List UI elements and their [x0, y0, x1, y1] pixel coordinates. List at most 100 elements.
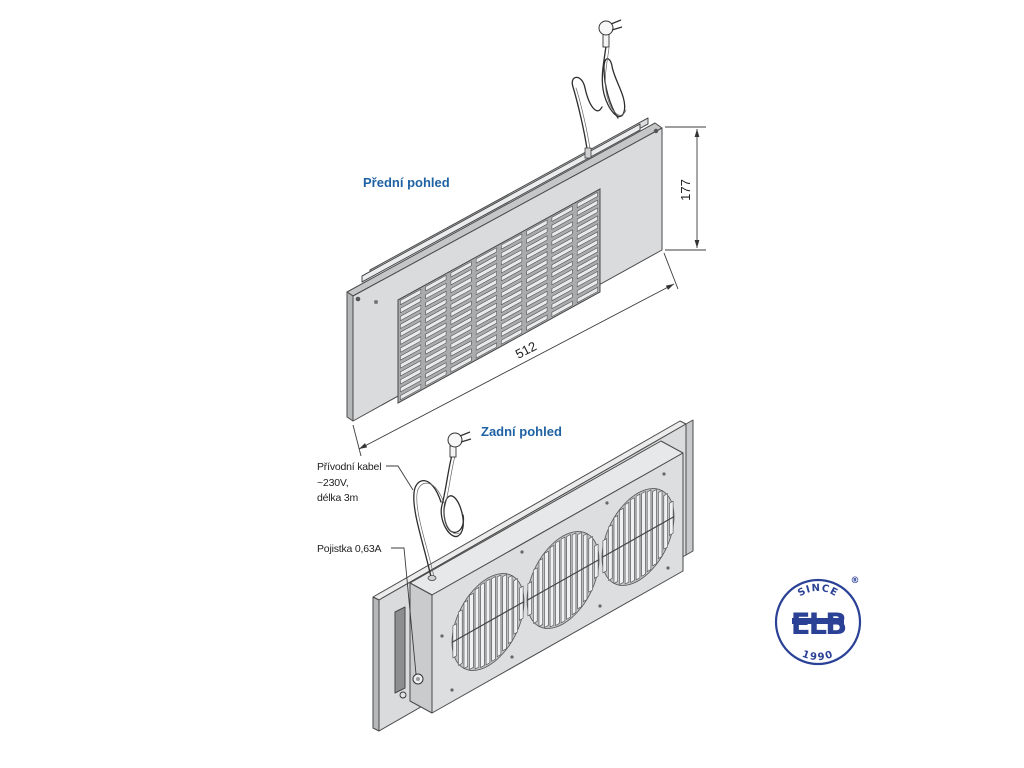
front-view-title: Přední pohled: [363, 175, 450, 190]
grille-slot: [501, 233, 523, 250]
grille-slot: [475, 262, 497, 280]
fuse-icon: [412, 673, 424, 685]
housing-screws: [440, 472, 670, 692]
fan-grille: [601, 488, 675, 586]
screw: [440, 634, 444, 638]
grille-slot: [551, 205, 573, 223]
grille-slot: [450, 268, 472, 286]
fan-hub-line: [601, 516, 675, 558]
grille-slot: [576, 255, 598, 272]
grille-slot: [551, 260, 573, 278]
grille-slot: [551, 237, 573, 254]
grille-slot: [450, 261, 472, 278]
grille-slot: [501, 249, 523, 266]
grille-slot: [551, 253, 573, 270]
grille-slot: [576, 223, 598, 240]
logo-ring: [774, 578, 862, 666]
logo-letters: ELB: [791, 607, 846, 641]
grille-slot: [526, 259, 548, 276]
mounting-hole: [374, 300, 378, 304]
front-top-rails: [361, 117, 649, 283]
grille-slot: [551, 213, 573, 230]
front-power-cable: [571, 19, 627, 159]
dimension-height: 177: [665, 126, 706, 251]
leader-line: [391, 547, 417, 675]
screw: [450, 688, 454, 692]
grille-slot: [475, 247, 497, 264]
mounting-hole: [653, 128, 659, 134]
plug-icon: [447, 431, 472, 458]
cable-coil: [443, 455, 460, 535]
grille-slot: [526, 243, 548, 260]
screw: [666, 566, 670, 570]
cable-coil: [604, 47, 627, 116]
rear-view: Zadní pohled Přívodní kabel ~230V, délka…: [317, 419, 694, 732]
extension-line: [352, 424, 362, 457]
screw: [605, 501, 609, 505]
front-view: Přední pohled 177 512: [346, 19, 706, 457]
fan-hub-line: [526, 559, 600, 601]
grille-slot: [526, 219, 548, 236]
grille-slot: [576, 199, 598, 217]
cable-label-line: délka 3m: [317, 492, 358, 504]
rail-front: [361, 123, 641, 283]
grille-slot: [576, 247, 598, 264]
grille-slot: [475, 255, 497, 272]
grille-slot: [576, 191, 598, 209]
logo-since: SINCE: [796, 583, 840, 599]
fuse-callout: Pojistka 0,63A: [317, 543, 417, 675]
cable-coil: [601, 45, 626, 119]
grille-slot: [526, 251, 548, 268]
cable-loop: [571, 76, 603, 157]
dimension-height-value: 177: [678, 179, 693, 201]
grille-slot: [551, 268, 573, 286]
screw: [399, 691, 407, 699]
fan-housing: [399, 440, 684, 714]
cable-label-line: ~230V,: [317, 477, 348, 489]
company-logo: SINCE 1990 ELB ®: [774, 576, 862, 666]
grille-slot: [501, 264, 523, 282]
logo-year: 1990: [801, 649, 836, 663]
fan-grille: [451, 573, 525, 671]
cable-loop: [413, 479, 442, 578]
grille-slot: [526, 266, 548, 284]
grille-slot: [551, 229, 573, 246]
cable-label-line: Přívodní kabel: [317, 461, 381, 473]
rear-power-cable: [413, 431, 472, 581]
grille-slot: [501, 241, 523, 258]
cable-callout: Přívodní kabel ~230V, délka 3m: [317, 461, 414, 504]
grille-slot: [576, 239, 598, 256]
screw: [510, 655, 514, 659]
rear-view-title: Zadní pohled: [481, 424, 562, 439]
fan-grille: [526, 531, 600, 629]
front-panel-side-edge: [346, 291, 354, 422]
grille-slot: [576, 207, 598, 225]
fuse-holder-strip: [394, 606, 406, 694]
grille-slot: [501, 257, 523, 274]
cable-gland: [427, 575, 437, 581]
logo-band: [792, 618, 844, 624]
leader-line: [386, 465, 414, 491]
grille-slot: [526, 235, 548, 252]
grille-slot: [526, 227, 548, 244]
dimension-width-value: 512: [513, 338, 539, 361]
screw: [662, 472, 666, 476]
grille-slot: [576, 262, 598, 280]
mounting-hole: [355, 296, 361, 302]
fan-grilles: [451, 488, 675, 671]
plate-side-edge: [372, 596, 380, 732]
cable-gland: [584, 147, 592, 159]
grille-slot: [576, 215, 598, 232]
cable-loop: [575, 87, 592, 157]
screw: [520, 550, 524, 554]
grille-slot: [576, 231, 598, 248]
plug-icon: [598, 19, 623, 48]
fan-hub-line: [451, 601, 525, 643]
registered-mark: ®: [851, 576, 860, 586]
extension-line: [663, 252, 679, 290]
grille-slot: [551, 221, 573, 238]
dimension-line: [358, 283, 675, 450]
fuse-label: Pojistka 0,63A: [317, 543, 382, 555]
screw: [598, 604, 602, 608]
